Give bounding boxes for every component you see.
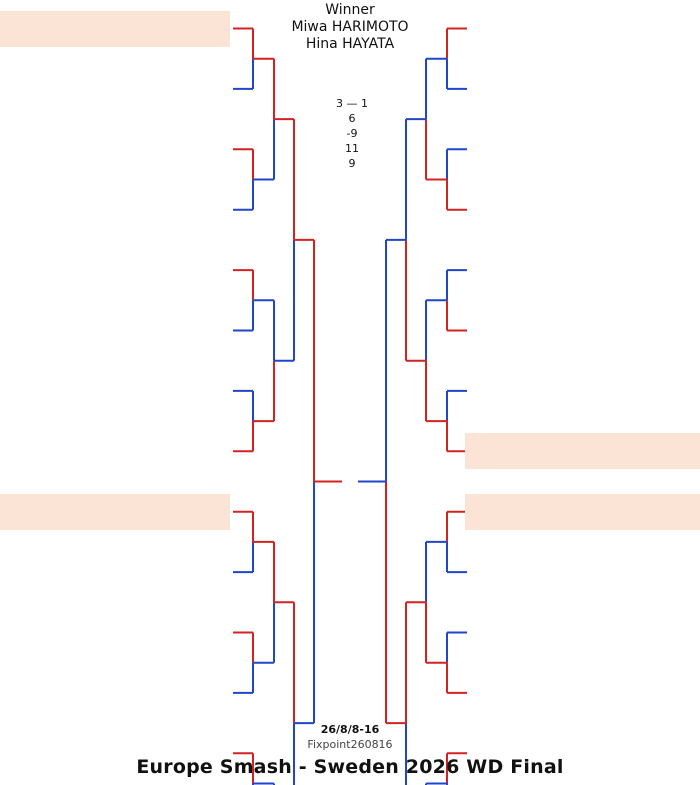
credit-text: Fixpoint260816: [307, 738, 393, 751]
winner-heading: Winner Miwa HARIMOTO Hina HAYATA: [270, 2, 430, 53]
highlight-band: [0, 493, 230, 530]
final-score-line: -9: [346, 127, 358, 140]
final-score-line: 6: [348, 112, 356, 125]
highlight-band: [465, 493, 700, 530]
winner-label: Winner: [325, 2, 375, 18]
event-date: 26/8/8-16: [320, 723, 380, 736]
winner-name: Miwa HARIMOTO: [291, 19, 409, 35]
highlight-band: [465, 433, 700, 470]
final-score-line: 11: [345, 142, 359, 155]
winner-name: Hina HAYATA: [305, 36, 395, 52]
final-score-line: 9: [348, 157, 356, 170]
page-title: Europe Smash - Sweden 2026 WD Final: [136, 756, 564, 778]
final-score-line: 3 — 1: [336, 97, 368, 110]
highlight-band: [0, 10, 230, 47]
final-game-scores: 3 — 1 6 -9 11 9: [322, 96, 382, 171]
